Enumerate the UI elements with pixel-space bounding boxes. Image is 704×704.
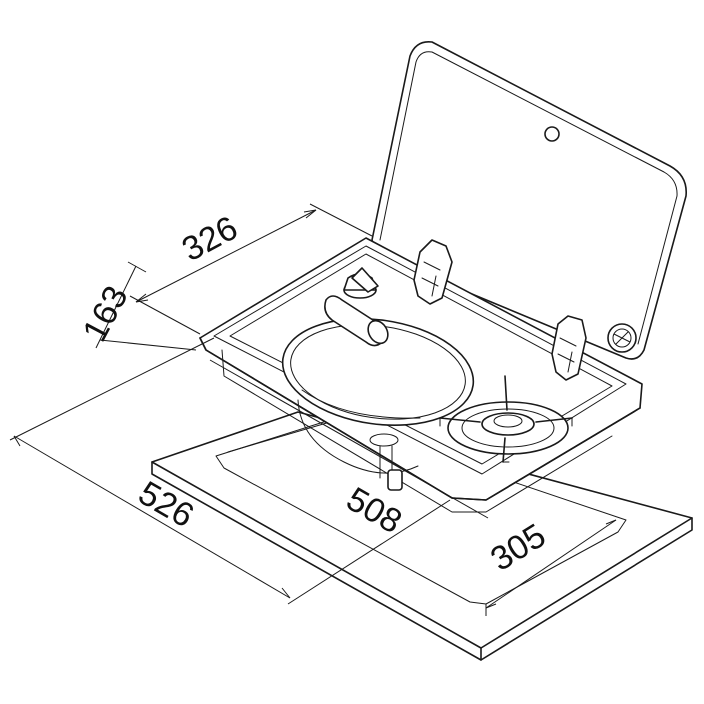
dim-label-326: 326 <box>176 209 244 269</box>
dim-label-163: 163 <box>76 280 136 348</box>
lid-hinge-left <box>413 239 453 305</box>
lid-hinge-right <box>551 315 587 381</box>
glass-lid <box>371 40 687 360</box>
drain-fitting <box>387 469 403 491</box>
dimension-lines <box>9 203 617 616</box>
countertop <box>151 411 693 661</box>
faucet <box>324 267 389 347</box>
sink-basin <box>281 318 475 491</box>
gas-burner <box>439 375 573 463</box>
lid-hole-icon <box>544 126 560 142</box>
lid-knob <box>607 323 637 353</box>
